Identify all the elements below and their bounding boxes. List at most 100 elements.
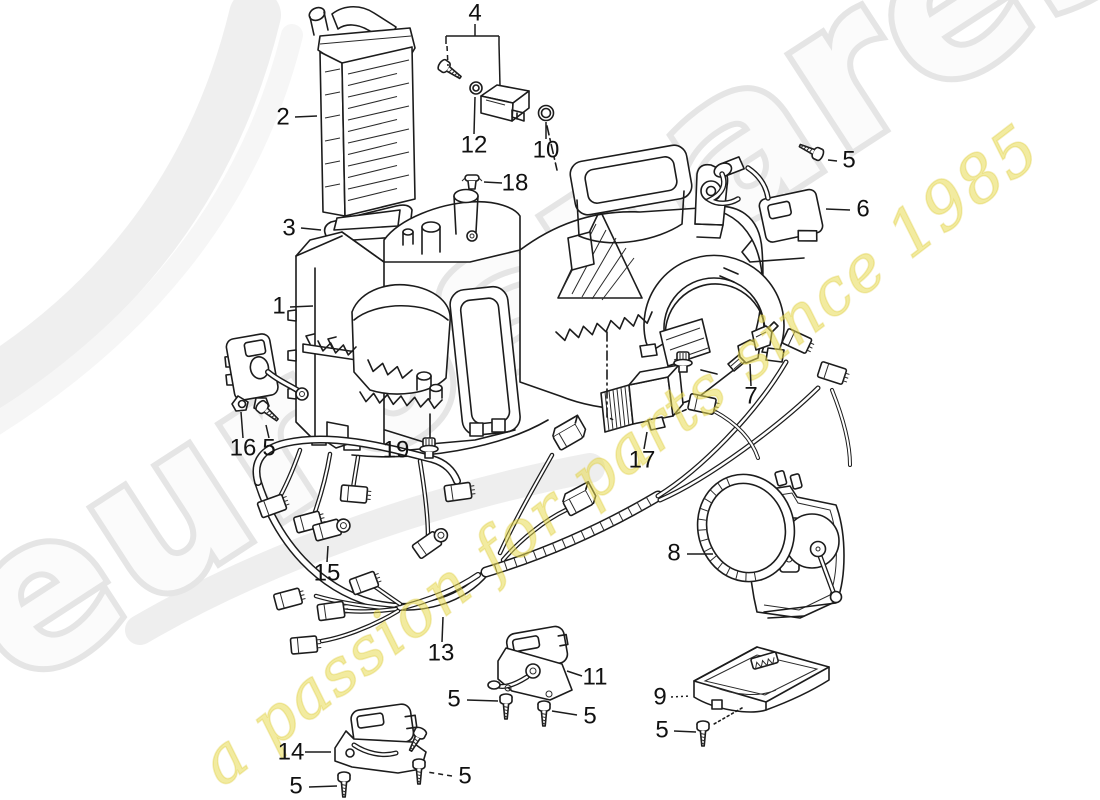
leader-line — [473, 96, 476, 135]
callout-2[interactable]: 2 — [276, 103, 318, 130]
part-number-label: 4 — [468, 0, 481, 26]
leader-line — [265, 424, 270, 439]
part-number-label: 5 — [458, 762, 471, 789]
leader-line-dashed — [446, 45, 449, 67]
leader-line — [294, 115, 318, 118]
harness-connector — [562, 480, 597, 517]
leader-line — [643, 431, 648, 450]
leader-line — [441, 616, 444, 643]
leader-line — [749, 363, 752, 387]
screw-plug-part19 — [419, 437, 439, 459]
callout-17[interactable]: 17 — [629, 431, 656, 473]
callout-5[interactable]: 5 — [426, 762, 472, 789]
screw-part5 — [499, 693, 513, 720]
callout-4[interactable]: 4 — [445, 0, 501, 87]
leader-line-dotted — [670, 695, 692, 698]
leader-line — [827, 159, 838, 162]
part-number-label: 6 — [856, 195, 869, 222]
leader-line — [408, 448, 421, 451]
part-number-label: 7 — [744, 382, 757, 409]
blower-part8 — [696, 470, 845, 619]
tray-part9 — [693, 646, 830, 725]
callout-3[interactable]: 3 — [282, 214, 322, 241]
callout-7[interactable]: 7 — [744, 363, 758, 409]
part-number-label: 5 — [447, 685, 460, 712]
callout-5[interactable]: 5 — [827, 146, 856, 173]
leader-line — [326, 545, 329, 563]
harness-connector — [781, 328, 815, 354]
part-number-label: 9 — [653, 683, 666, 710]
callout-11[interactable]: 11 — [566, 663, 608, 690]
callout-16[interactable]: 16 — [230, 411, 257, 461]
o-ring — [537, 104, 555, 122]
leader-line — [566, 670, 583, 677]
leader-line — [673, 730, 697, 733]
callout-19[interactable]: 19 — [383, 436, 421, 463]
actuator-part11 — [487, 625, 573, 701]
leader-line — [498, 43, 501, 87]
part-number-label: 15 — [314, 559, 341, 586]
parts-artwork — [224, 5, 852, 798]
part-number-label: 13 — [428, 639, 455, 666]
harness-connector — [273, 587, 306, 611]
screw-part5 — [412, 758, 426, 785]
part-number-label: 5 — [262, 434, 275, 461]
part-number-label: 14 — [278, 738, 305, 765]
screw-plug-part19 — [673, 351, 693, 373]
part-number-label: 5 — [583, 702, 596, 729]
part-number-label: 12 — [461, 131, 488, 158]
callout-5[interactable]: 5 — [447, 685, 499, 712]
leader-line — [551, 710, 578, 716]
part-number-label: 18 — [502, 169, 529, 196]
leader-line — [240, 411, 244, 439]
construction-lines — [546, 125, 617, 422]
harness-connector — [316, 600, 349, 622]
o-ring — [469, 81, 483, 95]
fasteners — [255, 58, 825, 798]
part-number-label: 11 — [583, 663, 608, 690]
part-number-label: 5 — [842, 146, 855, 173]
part-number-label: 2 — [276, 103, 289, 130]
harness-connector — [443, 481, 476, 503]
leader-line — [300, 227, 322, 231]
leader-line — [308, 785, 338, 788]
harness-connector — [816, 361, 850, 385]
leader-line — [289, 305, 314, 308]
harness-connector — [256, 493, 290, 519]
leader-line — [483, 181, 503, 184]
callout-13[interactable]: 13 — [428, 616, 455, 666]
harness-connector — [687, 393, 720, 415]
callout-6[interactable]: 6 — [825, 195, 870, 222]
callout-5[interactable]: 5 — [551, 702, 597, 729]
callout-15[interactable]: 15 — [314, 545, 341, 586]
valve-group-part4 — [480, 84, 530, 122]
callout-18[interactable]: 18 — [483, 169, 529, 196]
callout-5[interactable]: 5 — [655, 716, 697, 743]
screw-part5 — [696, 720, 710, 747]
callout-5[interactable]: 5 — [289, 772, 338, 799]
part-number-label: 8 — [667, 539, 680, 566]
harness-connector — [551, 414, 587, 451]
callout-1[interactable]: 1 — [272, 292, 314, 319]
part-number-label: 5 — [655, 716, 668, 743]
part-number-label: 1 — [272, 292, 285, 319]
callout-5[interactable]: 5 — [262, 424, 276, 461]
callout-10[interactable]: 10 — [533, 122, 560, 163]
callout-14[interactable]: 14 — [278, 738, 331, 765]
screw-part5 — [798, 143, 825, 162]
harness-connector — [312, 518, 351, 542]
temp-sensor-part7 — [700, 321, 779, 375]
screw-part5 — [537, 700, 551, 727]
screw-part5 — [437, 58, 462, 80]
callout-8[interactable]: 8 — [667, 539, 713, 566]
part-number-label: 16 — [230, 434, 257, 461]
watermark-swoosh — [125, 453, 605, 645]
retaining-clip-part18 — [461, 174, 483, 190]
screw-part5 — [337, 771, 351, 798]
callout-12[interactable]: 12 — [461, 96, 488, 158]
harness-part13 — [252, 328, 852, 655]
callout-9[interactable]: 9 — [653, 683, 692, 710]
